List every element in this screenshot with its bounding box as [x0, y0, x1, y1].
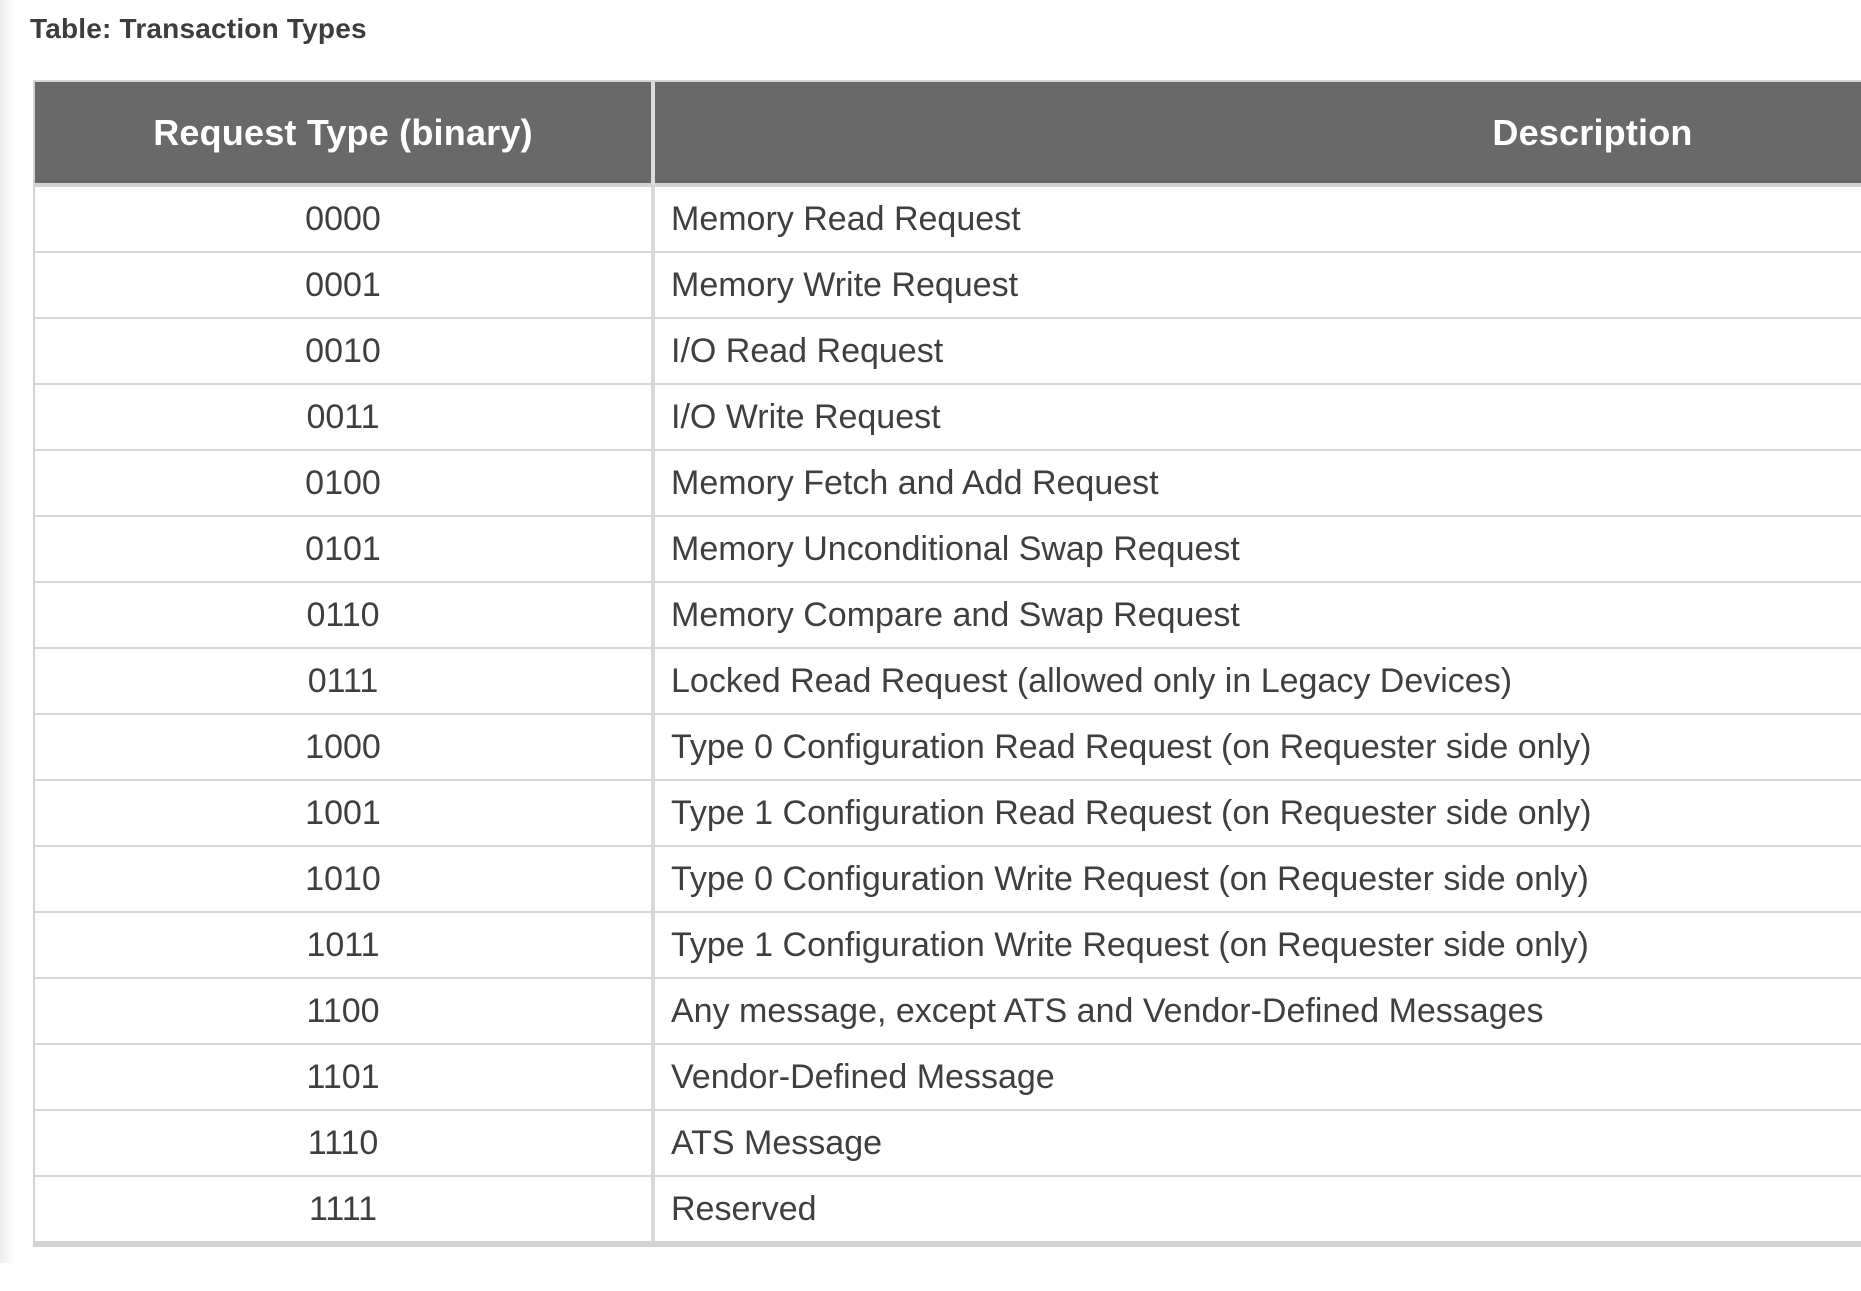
- table-caption: Table: Transaction Types: [30, 13, 367, 44]
- description-cell: Type 1 Configuration Write Request (on R…: [655, 913, 1861, 979]
- description-cell: Memory Write Request: [655, 253, 1861, 319]
- request-type-cell: 1001: [35, 781, 655, 847]
- description-cell: Memory Unconditional Swap Request: [655, 517, 1861, 583]
- header-request-type: Request Type (binary): [35, 82, 655, 187]
- request-type-cell: 1011: [35, 913, 655, 979]
- description-cell: Any message, except ATS and Vendor-Defin…: [655, 979, 1861, 1045]
- description-cell: Locked Read Request (allowed only in Leg…: [655, 649, 1861, 715]
- request-type-cell: 0010: [35, 319, 655, 385]
- description-cell: Type 1 Configuration Read Request (on Re…: [655, 781, 1861, 847]
- request-type-cell: 0111: [35, 649, 655, 715]
- description-cell: I/O Write Request: [655, 385, 1861, 451]
- request-type-cell: 0000: [35, 187, 655, 253]
- request-type-cell: 1110: [35, 1111, 655, 1177]
- request-type-cell: 1000: [35, 715, 655, 781]
- description-cell: ATS Message: [655, 1111, 1861, 1177]
- request-type-cell: 0100: [35, 451, 655, 517]
- header-row: Request Type (binary) Description: [35, 82, 1861, 187]
- request-type-cell: 1101: [35, 1045, 655, 1111]
- request-type-cell: 1111: [35, 1177, 655, 1241]
- description-cell: Reserved: [655, 1177, 1861, 1241]
- description-cell: Memory Compare and Swap Request: [655, 583, 1861, 649]
- request-type-cell: 1010: [35, 847, 655, 913]
- request-type-cell: 1100: [35, 979, 655, 1045]
- header-description: Description: [655, 82, 1861, 187]
- table-header: Request Type (binary) Description: [35, 82, 1861, 187]
- request-type-cell: 0110: [35, 583, 655, 649]
- description-cell: I/O Read Request: [655, 319, 1861, 385]
- description-cell: Vendor-Defined Message: [655, 1045, 1861, 1111]
- request-type-cell: 0101: [35, 517, 655, 583]
- description-cell: Memory Read Request: [655, 187, 1861, 253]
- page-left-edge-shade: [0, 0, 14, 1263]
- description-cell: Type 0 Configuration Read Request (on Re…: [655, 715, 1861, 781]
- description-cell: Type 0 Configuration Write Request (on R…: [655, 847, 1861, 913]
- description-cell: Memory Fetch and Add Request: [655, 451, 1861, 517]
- request-type-cell: 0011: [35, 385, 655, 451]
- request-type-cell: 0001: [35, 253, 655, 319]
